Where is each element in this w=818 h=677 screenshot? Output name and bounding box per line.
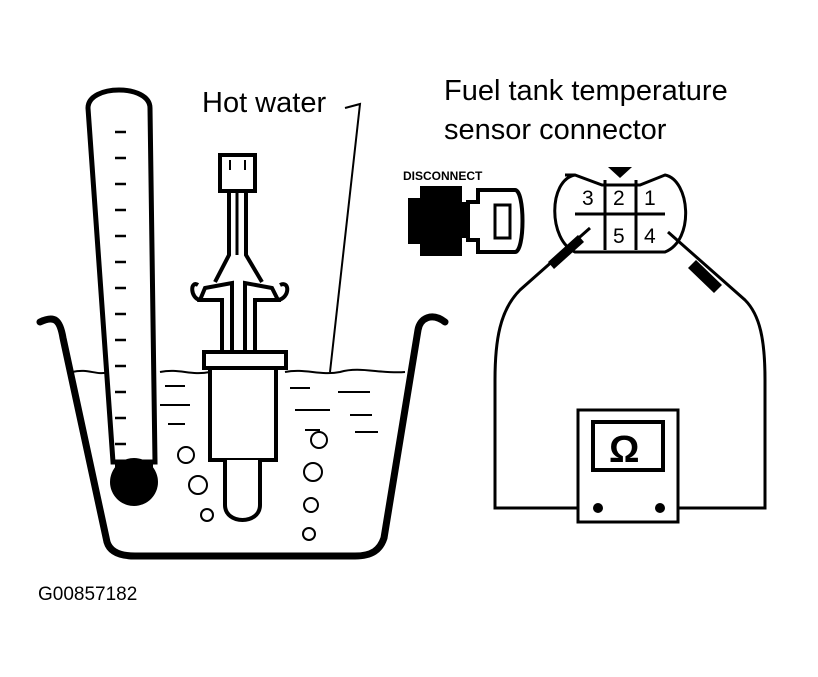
hot-water-leader [329, 102, 362, 373]
figure-code: G00857182 [38, 584, 137, 605]
connector-key-mark [608, 167, 632, 178]
ohmmeter [576, 408, 680, 524]
hot-water-label: Hot water [202, 87, 326, 119]
connector-title-line2: sensor connector [444, 114, 667, 146]
disconnect-label: DISCONNECT [403, 169, 483, 183]
temperature-sensor [190, 153, 290, 522]
connector-title-line1: Fuel tank temperature [444, 75, 728, 107]
water-container [36, 313, 449, 560]
bubbles [177, 431, 328, 541]
pin-4: 4 [644, 225, 656, 248]
thermometer [85, 87, 158, 506]
meter-leads [493, 226, 767, 510]
pin-2: 2 [613, 187, 625, 210]
ohm-symbol: Ω [609, 429, 639, 471]
meter-terminal-right [655, 503, 665, 513]
pin-1: 1 [644, 187, 656, 210]
disconnect-connector-icon [408, 186, 525, 256]
meter-terminal-left [593, 503, 603, 513]
pin-3: 3 [582, 187, 594, 210]
sensor-connector-face [553, 173, 688, 254]
probe-tips [548, 235, 722, 293]
pin-5: 5 [613, 225, 625, 248]
water-ripples [160, 385, 378, 433]
